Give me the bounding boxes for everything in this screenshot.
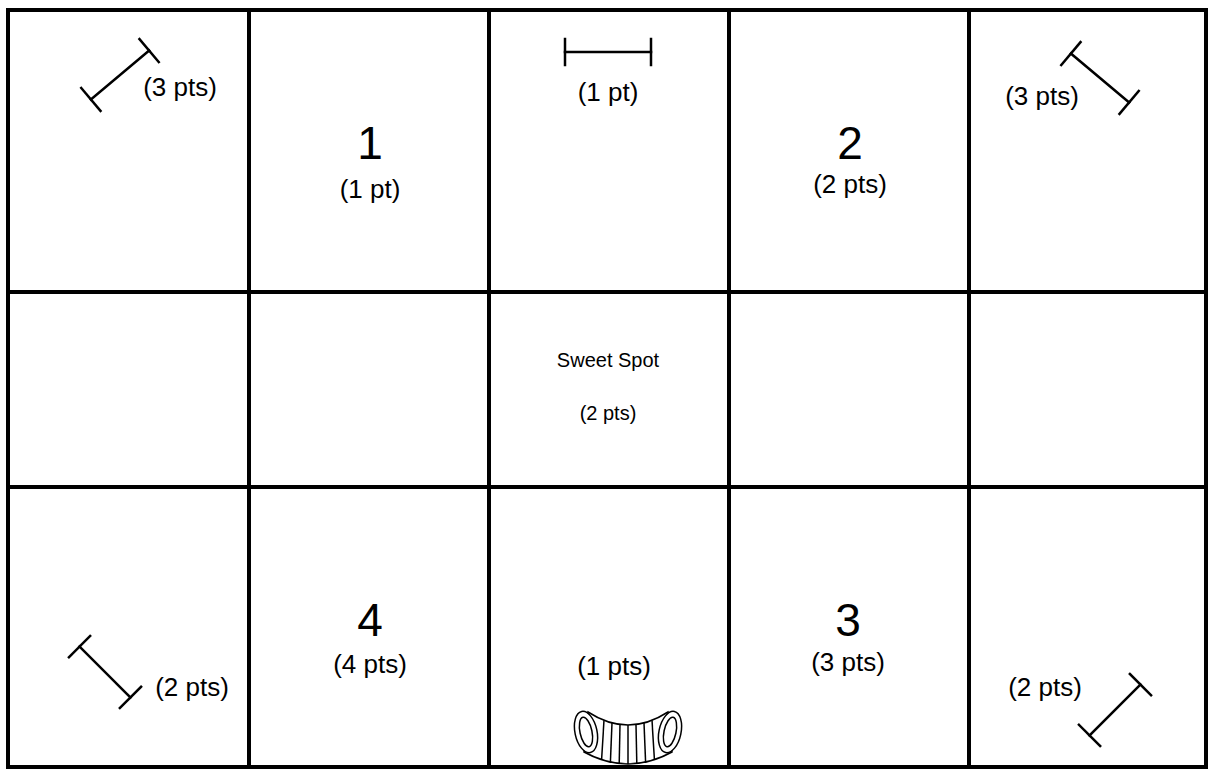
zone-number: 2: [837, 117, 863, 170]
field-cell: Sweet Spot (2 pts): [489, 292, 729, 487]
points-label: (1 pts): [577, 652, 651, 682]
points-label: (2 pts): [580, 402, 637, 425]
field-cell: (3 pts): [8, 10, 249, 292]
points-label: (2 pts): [813, 170, 887, 200]
field-cell: (2 pts): [969, 487, 1206, 767]
points-label: (4 pts): [333, 650, 407, 680]
zone-number: 3: [835, 594, 861, 647]
field-cell: (2 pts): [8, 487, 249, 767]
field-cell: 3(3 pts): [729, 487, 969, 767]
points-label: (3 pts): [1005, 82, 1079, 112]
hurdle-symbol: [69, 636, 141, 708]
points-label: (3 pts): [811, 648, 885, 678]
hurdle-symbol: [1079, 674, 1151, 746]
field-cell: 4(4 pts): [249, 487, 489, 767]
zone-number: 1: [357, 117, 383, 170]
field-cell: (1 pt): [489, 10, 729, 292]
field-cell: (1 pts): [489, 487, 729, 767]
points-label: (1 pt): [578, 78, 639, 108]
points-label: (2 pts): [1008, 673, 1082, 703]
points-label: (1 pt): [340, 175, 401, 205]
hurdle-symbol: [565, 39, 651, 65]
points-label: (2 pts): [155, 673, 229, 703]
tunnel-symbol: [571, 709, 685, 764]
field-cell: 1 (1 pt): [249, 10, 489, 292]
zone-label: Sweet Spot: [557, 349, 659, 372]
points-label: (3 pts): [143, 73, 217, 103]
field-cell: 2(2 pts): [729, 10, 969, 292]
zone-number: 4: [357, 594, 383, 647]
grid-lines: [8, 10, 1206, 767]
field-cell: (3 pts): [969, 10, 1206, 292]
